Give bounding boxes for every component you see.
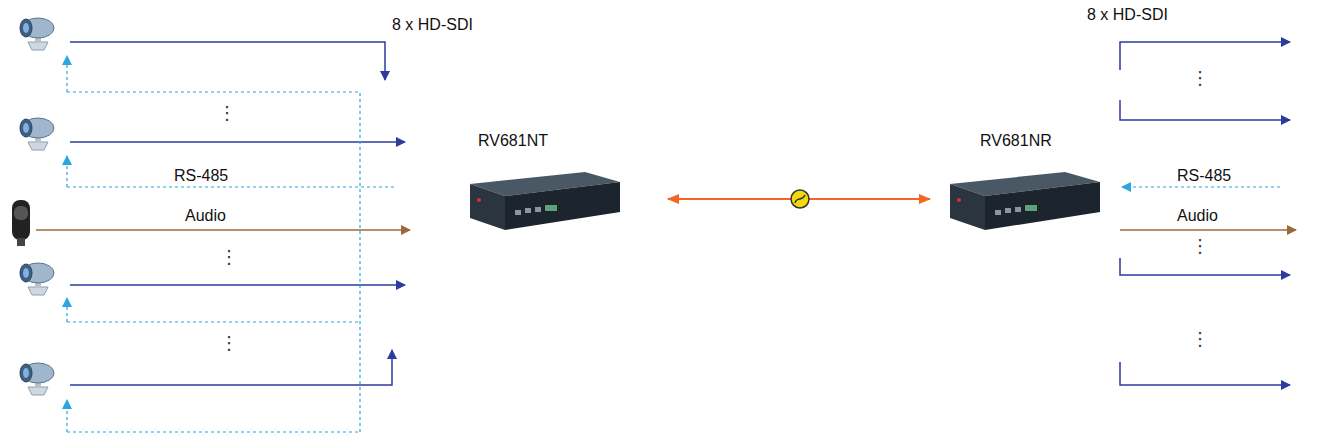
camera-icon — [20, 263, 54, 295]
ellipsis-mark: ⋮ — [218, 248, 240, 266]
ellipsis-mark: ⋮ — [1189, 330, 1211, 348]
ellipsis-mark: ⋮ — [1189, 237, 1211, 255]
camera-icon — [20, 363, 54, 395]
device-unit: RV681NT — [460, 132, 668, 238]
device-unit: RV681NR — [930, 132, 1108, 238]
video-lines — [1120, 42, 1290, 385]
camera-icon — [20, 18, 54, 50]
signal-label: RS-485 — [172, 167, 230, 185]
fiber-icon — [791, 190, 809, 208]
signal-label: 8 x HD-SDI — [390, 16, 475, 34]
audio-line — [36, 229, 410, 231]
microphone-icon — [12, 200, 30, 246]
video-lines — [70, 42, 405, 385]
rs485-line — [1122, 186, 1280, 187]
signal-label: RS-485 — [1175, 167, 1233, 185]
device-name: RV681NR — [980, 132, 1052, 150]
ellipsis-mark: ⋮ — [218, 334, 240, 352]
rs485-lines — [67, 56, 395, 432]
ellipsis-mark: ⋮ — [216, 104, 238, 122]
device-name: RV681NT — [478, 132, 548, 150]
signal-label: Audio — [1175, 207, 1220, 225]
signal-label: 8 x HD-SDI — [1085, 6, 1170, 24]
ellipsis-mark: ⋮ — [1189, 69, 1211, 87]
signal-label: Audio — [183, 207, 228, 225]
audio-line — [1120, 229, 1296, 231]
camera-icon — [20, 118, 54, 150]
